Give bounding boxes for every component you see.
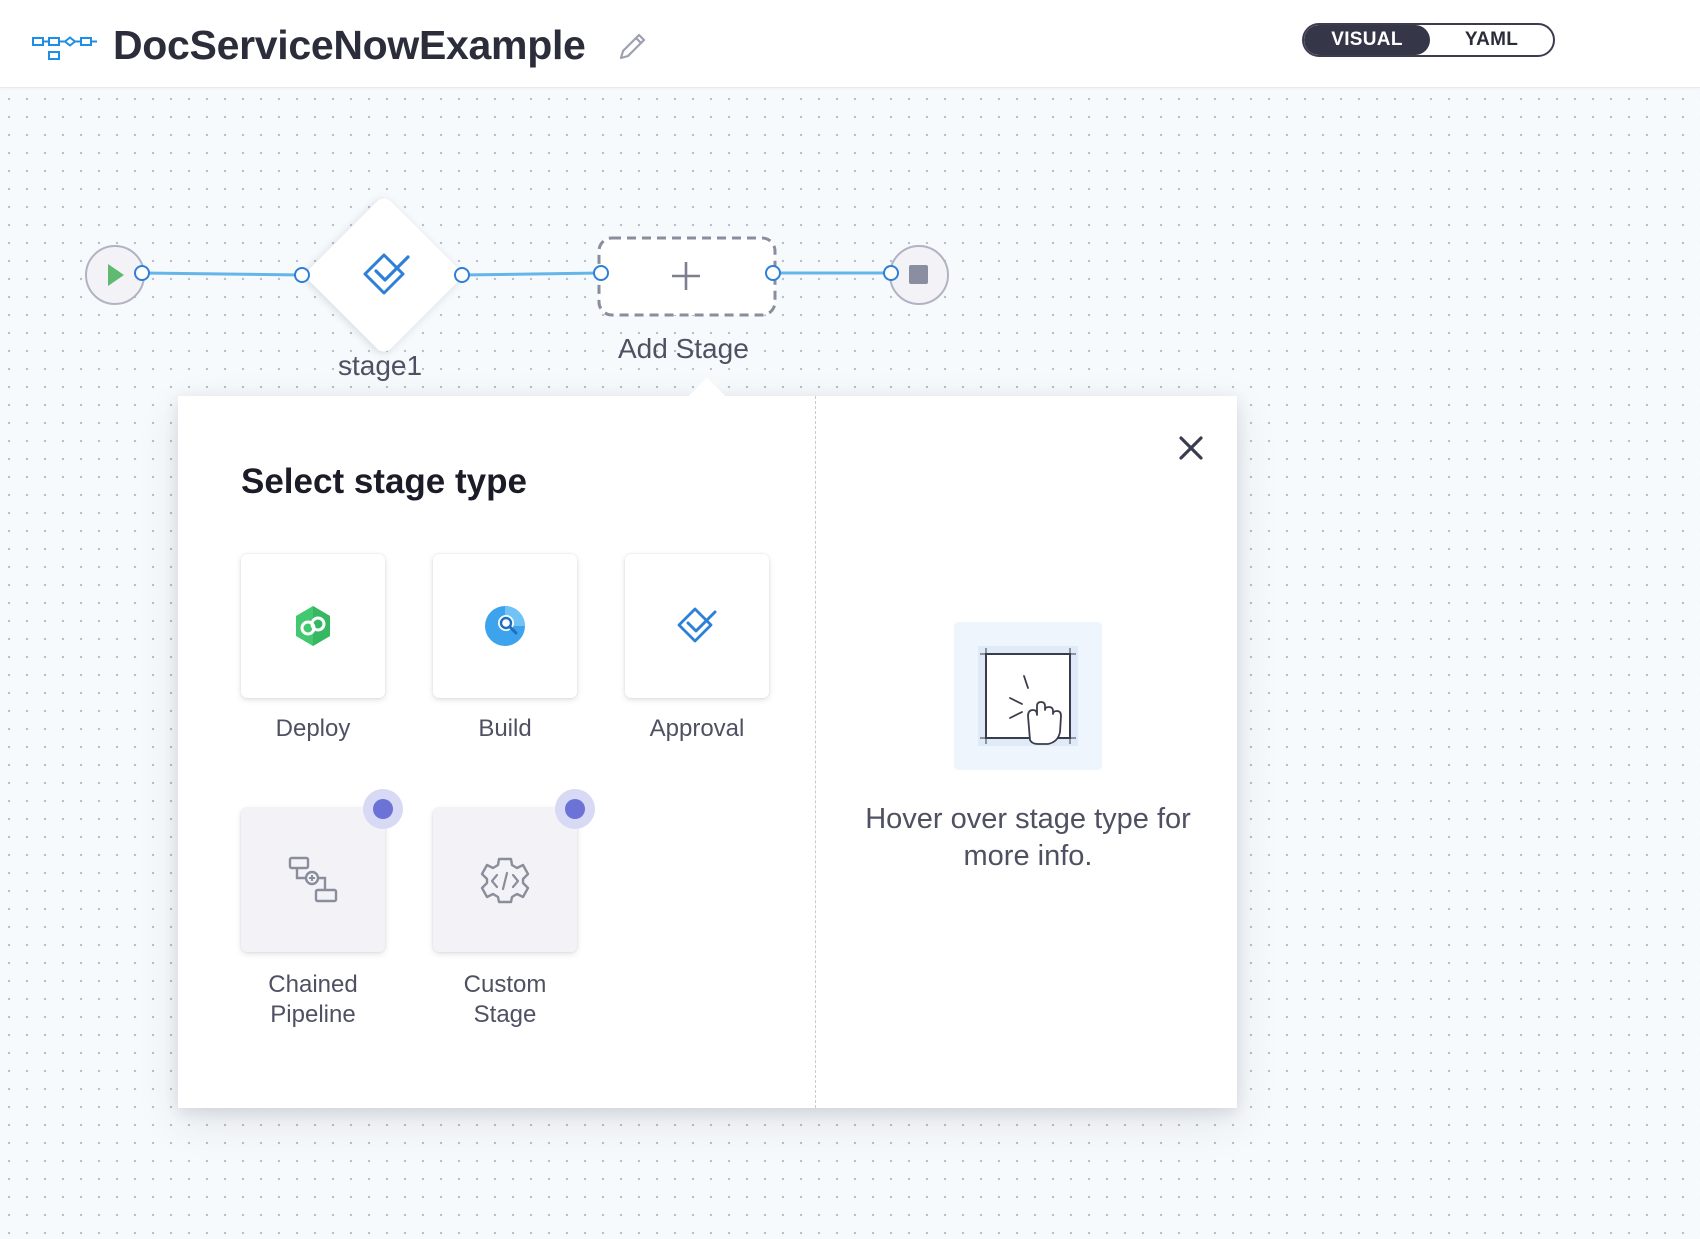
connector-line bbox=[141, 271, 303, 277]
approval-icon bbox=[677, 607, 717, 643]
port bbox=[134, 265, 150, 281]
port bbox=[593, 265, 609, 281]
pipeline-icon bbox=[32, 36, 97, 60]
chained-pipeline-stage-label: Chained Pipeline bbox=[218, 970, 408, 1030]
popover-title: Select stage type bbox=[241, 462, 527, 501]
build-icon bbox=[485, 606, 525, 646]
stage1-node[interactable] bbox=[303, 194, 464, 355]
add-stage-label: Add Stage bbox=[618, 333, 749, 364]
custom-stage-label-line1: Custom bbox=[463, 971, 547, 998]
approval-stage-label: Approval bbox=[649, 715, 745, 742]
pencil-icon[interactable] bbox=[615, 30, 649, 64]
approval-stage-card[interactable] bbox=[625, 554, 769, 698]
custom-stage-card[interactable] bbox=[433, 808, 577, 952]
stage1-label: stage1 bbox=[338, 350, 423, 381]
pipeline-title: DocServiceNowExample bbox=[113, 22, 586, 68]
pipeline-header: DocServiceNowExample VISUAL YAML bbox=[0, 0, 1700, 88]
add-stage-node[interactable] bbox=[597, 236, 777, 317]
port bbox=[883, 265, 899, 281]
view-toggle: VISUAL YAML bbox=[1302, 23, 1555, 57]
port bbox=[765, 265, 781, 281]
chained-pipeline-label-line2: Pipeline bbox=[270, 1001, 356, 1028]
custom-stage-icon bbox=[480, 857, 530, 904]
chained-pipeline-stage-card[interactable] bbox=[241, 808, 385, 952]
stop-icon bbox=[909, 265, 928, 284]
build-stage-label: Build bbox=[478, 715, 532, 742]
connector-line bbox=[461, 271, 602, 277]
chained-pipeline-icon bbox=[288, 856, 338, 903]
beta-badge bbox=[363, 789, 403, 829]
chained-pipeline-label-line1: Chained bbox=[268, 971, 358, 998]
hover-info-text: Hover over stage type for more info. bbox=[865, 803, 1191, 872]
pipeline-graph bbox=[85, 194, 949, 355]
custom-stage-label-line2: Stage bbox=[473, 1001, 537, 1028]
select-stage-type-popover: Select stage type Deploy Build Approval bbox=[178, 396, 1237, 1108]
approval-check-icon bbox=[363, 253, 410, 295]
play-icon bbox=[108, 264, 124, 286]
port bbox=[294, 267, 310, 283]
visual-view-option[interactable]: VISUAL bbox=[1304, 25, 1430, 55]
deploy-stage-label: Deploy bbox=[275, 715, 351, 742]
plus-icon bbox=[672, 262, 700, 290]
build-stage-card[interactable] bbox=[433, 554, 577, 698]
custom-stage-label: Custom Stage bbox=[410, 970, 600, 1030]
deploy-icon bbox=[296, 606, 330, 646]
hover-pointer-illustration bbox=[954, 622, 1102, 770]
end-node bbox=[889, 245, 949, 305]
port bbox=[454, 267, 470, 283]
beta-badge bbox=[555, 789, 595, 829]
close-icon[interactable] bbox=[1173, 430, 1209, 466]
yaml-view-option[interactable]: YAML bbox=[1464, 29, 1519, 50]
deploy-stage-card[interactable] bbox=[241, 554, 385, 698]
popover-divider bbox=[815, 396, 816, 1108]
